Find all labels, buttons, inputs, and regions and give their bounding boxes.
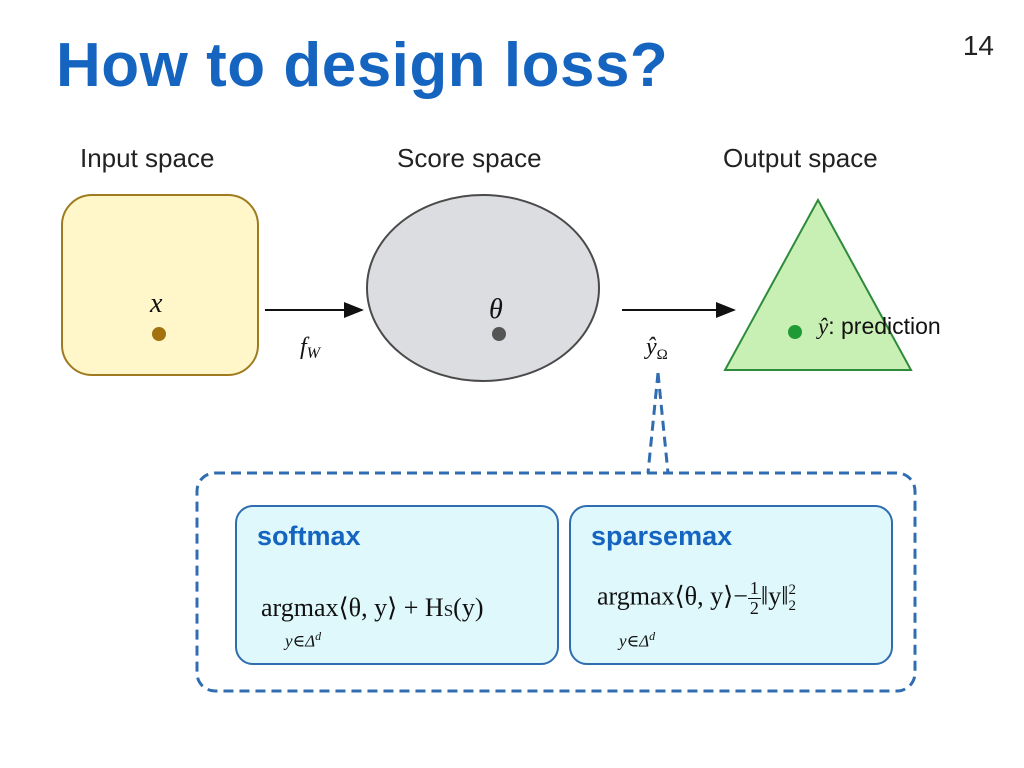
input-point	[152, 327, 166, 341]
sparsemax-constraint: y∈Δd	[619, 629, 656, 651]
softmax-title: softmax	[257, 521, 361, 551]
page-number: 14	[962, 30, 994, 61]
input-space-shape	[61, 194, 259, 376]
score-space-shape	[366, 194, 600, 382]
softmax-box: softmax argmax⟨θ, y⟩ + HS(y) y∈Δd	[235, 505, 559, 665]
output-space-label: Output space	[723, 143, 878, 173]
methods-container	[195, 471, 917, 693]
sparsemax-title: sparsemax	[591, 521, 733, 551]
score-space-label: Score space	[397, 143, 542, 173]
dashed-connector-left	[646, 372, 660, 474]
output-space-shape	[723, 197, 913, 371]
dashed-connector-right	[656, 372, 670, 474]
score-point	[492, 327, 506, 341]
output-point	[788, 325, 802, 339]
input-symbol: x	[149, 288, 163, 319]
fw-label: fW	[300, 334, 322, 362]
prediction-label: ŷ: prediction	[818, 313, 941, 339]
input-space-label: Input space	[80, 143, 215, 173]
theta-symbol: θ	[489, 294, 503, 325]
softmax-formula: argmax⟨θ, y⟩ + HS(y)	[261, 593, 484, 622]
softmax-constraint: y∈Δd	[285, 629, 322, 651]
yhat-omega-label: ŷΩ	[644, 334, 668, 363]
slide-title: How to design loss?	[56, 31, 669, 100]
